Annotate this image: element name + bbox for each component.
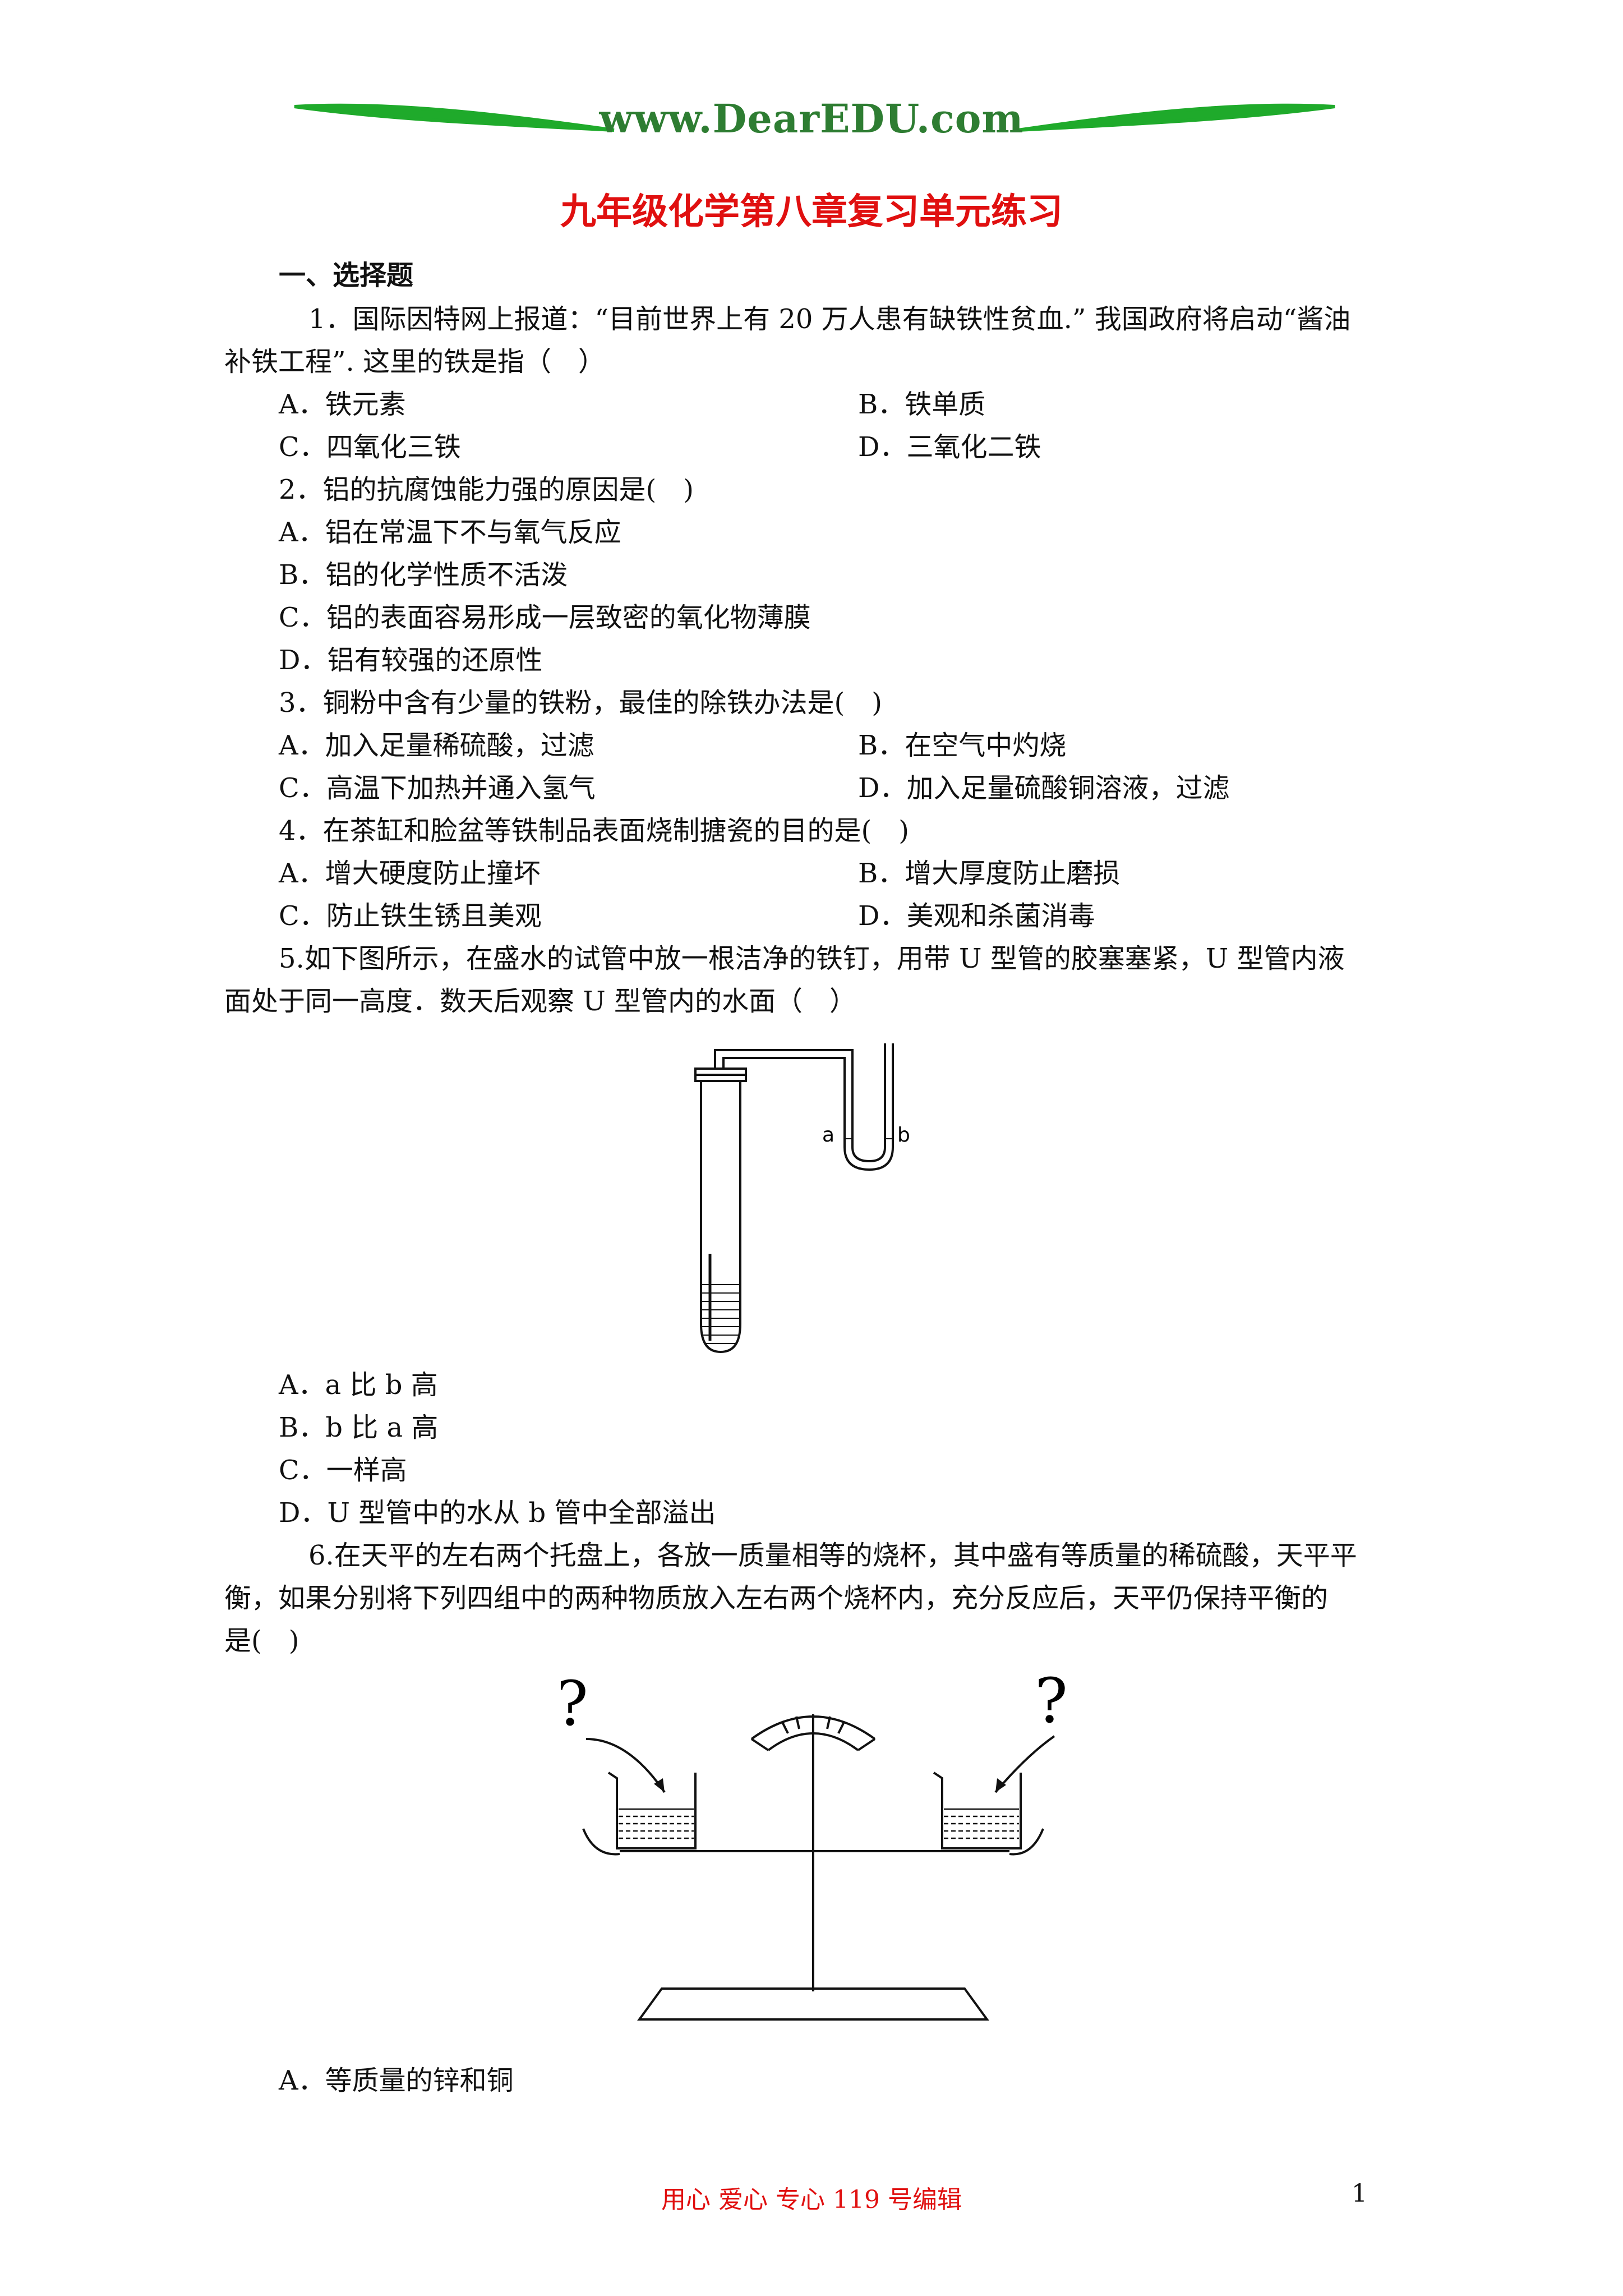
q6-stem-line2: 衡，如果分别将下列四组中的两种物质放入左右两个烧杯内，充分反应后，天平仍保持平衡…: [224, 1582, 1329, 1614]
q6-option-a: A．等质量的锌和铜: [279, 2065, 514, 2096]
q1-option-c: C．四氧化三铁: [279, 431, 461, 463]
label-b: b: [897, 1124, 910, 1147]
q3-option-a: A．加入足量稀硫酸，过滤: [279, 730, 594, 761]
q4-option-a: A．增大硬度防止撞坏: [279, 858, 541, 889]
section-heading: 一、选择题: [279, 260, 414, 291]
q5-stem-line1: 5.如下图所示，在盛水的试管中放一根洁净的铁钉，用带 U 型管的胶塞塞紧，U 型…: [279, 943, 1345, 974]
q5-option-c: C．一样高: [279, 1455, 407, 1486]
logo-text: www.DearEDU.com: [599, 95, 1024, 142]
question-mark-right: ?: [1035, 1666, 1068, 1737]
q2-stem: 2．铝的抗腐蚀能力强的原因是( ): [279, 474, 694, 505]
page-title: 九年级化学第八章复习单元练习: [560, 191, 1063, 233]
q3-option-d: D．加入足量硫酸铜溶液，过滤: [858, 772, 1230, 804]
q1-option-d: D．三氧化二铁: [858, 431, 1041, 463]
q3-option-b: B．在空气中灼烧: [858, 730, 1067, 761]
q1-stem-line1: 1．国际因特网上报道：“目前世界上有 20 万人患有缺铁性贫血.” 我国政府将启…: [308, 303, 1351, 335]
q2-option-c: C．铝的表面容易形成一层致密的氧化物薄膜: [279, 602, 811, 633]
footer-text: 用心 爱心 专心 119 号编辑: [661, 2185, 962, 2214]
swoosh-left: [294, 103, 1335, 132]
q4-option-c: C．防止铁生锈且美观: [279, 900, 542, 932]
q5-stem-line2: 面处于同一高度．数天后观察 U 型管内的水面（ ）: [224, 986, 856, 1017]
question-mark-left: ?: [561, 1668, 588, 1740]
q1-option-b: B．铁单质: [858, 389, 986, 420]
q3-option-c: C．高温下加热并通入氢气: [279, 772, 596, 804]
q5-option-a: A．a 比 b 高: [279, 1369, 438, 1401]
q1-option-a: A．铁元素: [279, 389, 406, 420]
q5-option-d: D．U 型管中的水从 b 管中全部溢出: [279, 1497, 716, 1529]
q4-stem: 4．在茶缸和脸盆等铁制品表面烧制搪瓷的目的是( ): [279, 815, 909, 846]
q5-option-b: B．b 比 a 高: [279, 1412, 439, 1443]
q4-option-d: D．美观和杀菌消毒: [858, 900, 1095, 932]
q2-option-d: D．铝有较强的还原性: [279, 645, 543, 676]
q2-option-a: A．铝在常温下不与氧气反应: [279, 517, 621, 548]
label-a: a: [822, 1124, 834, 1147]
page-number: 1: [1352, 2179, 1367, 2208]
balance-figure: ? ?: [561, 1666, 1068, 2021]
q6-stem-line3: 是( ): [224, 1625, 299, 1657]
q3-stem: 3．铜粉中含有少量的铁粉，最佳的除铁办法是( ): [279, 687, 882, 719]
q4-option-b: B．增大厚度防止磨损: [858, 858, 1121, 889]
q6-stem-line1: 6.在天平的左右两个托盘上，各放一质量相等的烧杯，其中盛有等质量的稀硫酸，天平平: [308, 1540, 1357, 1571]
q2-option-b: B．铝的化学性质不活泼: [279, 559, 568, 591]
u-tube-figure: a b: [694, 1043, 910, 1354]
q1-stem-line2: 补铁工程”. 这里的铁是指（ ）: [224, 346, 606, 378]
